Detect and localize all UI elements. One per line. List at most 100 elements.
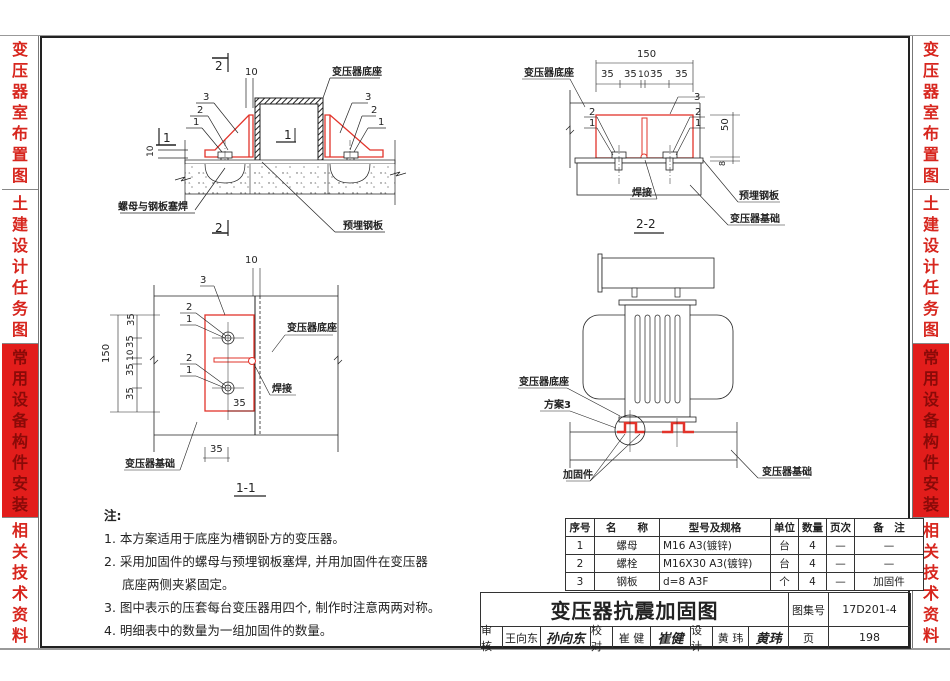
section-title-2-2: 2-2 (636, 217, 656, 231)
dim-35-d: 35 (125, 387, 136, 400)
cell-name: 螺栓 (594, 554, 660, 573)
bill-of-materials-table: 序号 名 称 型号及规格 单位 数量 页次 备 注 1 螺母 M16 A3(镀锌… (565, 518, 924, 591)
callout-3-right: 3 (365, 92, 371, 103)
col-header-page: 页次 (826, 518, 855, 537)
label-transformer-base: 变压器底座 (287, 321, 337, 334)
label-weld: 焊接 (272, 382, 292, 395)
notes-section: 注: 1. 本方案适用于底座为槽钢卧方的变压器。 2. 采用加固件的螺母与预埋钢… (104, 504, 440, 642)
cell-no: 1 (565, 536, 595, 555)
section-mark-1-center: 1 (284, 128, 292, 142)
chapter-tab-transformer-room[interactable]: 变压器室布置图 (913, 36, 949, 190)
callout-1-left: 1 (589, 118, 595, 129)
section-title-1-1: 1-1 (236, 481, 256, 495)
cell-page: — (826, 572, 855, 591)
dim-10: 10 (638, 70, 650, 80)
callout-2-right: 2 (695, 107, 701, 118)
col-header-spec: 型号及规格 (659, 518, 771, 537)
cell-unit: 台 (770, 536, 799, 555)
notes-heading: 注: (104, 508, 122, 523)
callout-1-left: 1 (193, 117, 199, 128)
label-scheme-3: 方案3 (544, 398, 571, 411)
cell-qty: 4 (798, 572, 827, 591)
dim-10-left: 10 (146, 145, 156, 157)
reviewer-signature: 孙向东 (541, 627, 591, 649)
note-item: 底座两侧夹紧固定。 (122, 577, 235, 592)
table-row: 1 螺母 M16 A3(镀锌) 台 4 — — (565, 536, 924, 555)
label-transformer-foundation: 变压器基础 (125, 457, 175, 470)
callout-2-left: 2 (197, 105, 203, 116)
dim-150: 150 (637, 49, 656, 60)
drawing-title: 变压器抗震加固图 (481, 593, 789, 627)
label-transformer-base: 变压器底座 (524, 66, 574, 79)
title-block: 变压器抗震加固图 图集号 17D201-4 审核 王向东 孙向东 校对 崔 健 … (480, 592, 911, 653)
chapter-tab-technical-data[interactable]: 相关技术资料 (913, 518, 949, 648)
designer-name: 黄 玮 (713, 627, 749, 649)
col-header-name: 名 称 (594, 518, 660, 537)
dim-10-top: 10 (245, 67, 258, 78)
note-item: 3. 图中表示的压套每台变压器用四个, 制作时注意两两对称。 (104, 600, 441, 615)
label-transformer-foundation: 变压器基础 (762, 465, 812, 478)
cell-name: 螺母 (594, 536, 660, 555)
label-fixing-part: 加固件 (562, 468, 593, 481)
review-label: 审核 (481, 624, 503, 653)
dim-10-top: 10 (245, 255, 258, 266)
fixing-plate (595, 114, 694, 159)
design-label: 设计 (691, 624, 713, 653)
callout-1b: 1 (186, 365, 192, 376)
cell-remark: — (854, 554, 924, 573)
designer-signature: 黄玮 (749, 627, 789, 649)
dim-35-a: 35 (126, 313, 137, 326)
table-header-row: 序号 名 称 型号及规格 单位 数量 页次 备 注 (565, 518, 924, 537)
cell-no: 3 (565, 572, 595, 591)
cell-unit: 台 (770, 554, 799, 573)
callout-2: 2 (186, 302, 192, 313)
table-row: 2 螺栓 M16X30 A3(镀锌) 台 4 — — (565, 554, 924, 573)
view-transformer: 变压器底座 方案3 加固件 变压器基础 (518, 253, 812, 482)
cell-name: 钢板 (594, 572, 660, 591)
gusset-plate-right (324, 114, 384, 158)
dim-150-vertical: 150 (101, 344, 112, 363)
callout-3: 3 (694, 92, 700, 103)
left-chapter-tabs: 变压器室布置图 土建设计任务图 常用设备构件安装 相关技术资料 (2, 36, 39, 648)
chapter-tab-technical-data[interactable]: 相关技术资料 (2, 518, 38, 648)
chapter-tab-label: 土建设计任务图 (11, 194, 28, 339)
chapter-tab-equipment-install[interactable]: 常用设备构件安装 (2, 344, 38, 518)
dim-35-c: 35 (125, 363, 136, 376)
dim-35-b: 35 (624, 69, 637, 80)
table-row: 3 钢板 d=8 A3F 个 4 — 加固件 (565, 572, 924, 591)
dim-8: 8 (718, 161, 727, 166)
cell-spec: d=8 A3F (659, 572, 771, 591)
cell-no: 2 (565, 554, 595, 573)
reviewer-name: 王向东 (503, 627, 541, 649)
chapter-tab-label: 常用设备构件安装 (11, 347, 28, 514)
label-weld: 焊接 (632, 186, 652, 199)
callout-1-right: 1 (695, 118, 701, 129)
callout-3: 3 (200, 275, 206, 286)
chapter-tab-civil-design[interactable]: 土建设计任务图 (913, 190, 949, 344)
label-embedded-plate: 预埋钢板 (343, 219, 384, 232)
chapter-tab-label: 变压器室布置图 (922, 40, 939, 185)
chapter-tab-label: 土建设计任务图 (922, 194, 939, 339)
dim-35-bottom: 35 (210, 444, 223, 455)
view-section-1-1: 10 (101, 255, 343, 497)
atlas-number-label: 图集号 (789, 593, 829, 627)
chapter-tab-equipment-install[interactable]: 常用设备构件安装 (913, 344, 949, 518)
dim-35-a: 35 (601, 69, 614, 80)
page-number: 198 (829, 627, 911, 649)
cell-qty: 4 (798, 536, 827, 555)
chapter-tab-label: 常用设备构件安装 (922, 347, 939, 514)
callout-1-right: 1 (378, 117, 384, 128)
callout-2-right: 2 (371, 105, 377, 116)
dim-50: 50 (720, 118, 731, 131)
chapter-tab-civil-design[interactable]: 土建设计任务图 (2, 190, 38, 344)
cell-page: — (826, 536, 855, 555)
chapter-tab-label: 变压器室布置图 (11, 40, 28, 185)
checker-signature: 崔健 (651, 627, 691, 649)
chapter-tab-transformer-room[interactable]: 变压器室布置图 (2, 36, 38, 190)
cell-qty: 4 (798, 554, 827, 573)
label-transformer-base: 变压器底座 (332, 65, 382, 78)
label-transformer-base: 变压器底座 (519, 375, 569, 388)
callout-3-left: 3 (203, 92, 209, 103)
dim-35-b: 35 (125, 335, 136, 348)
